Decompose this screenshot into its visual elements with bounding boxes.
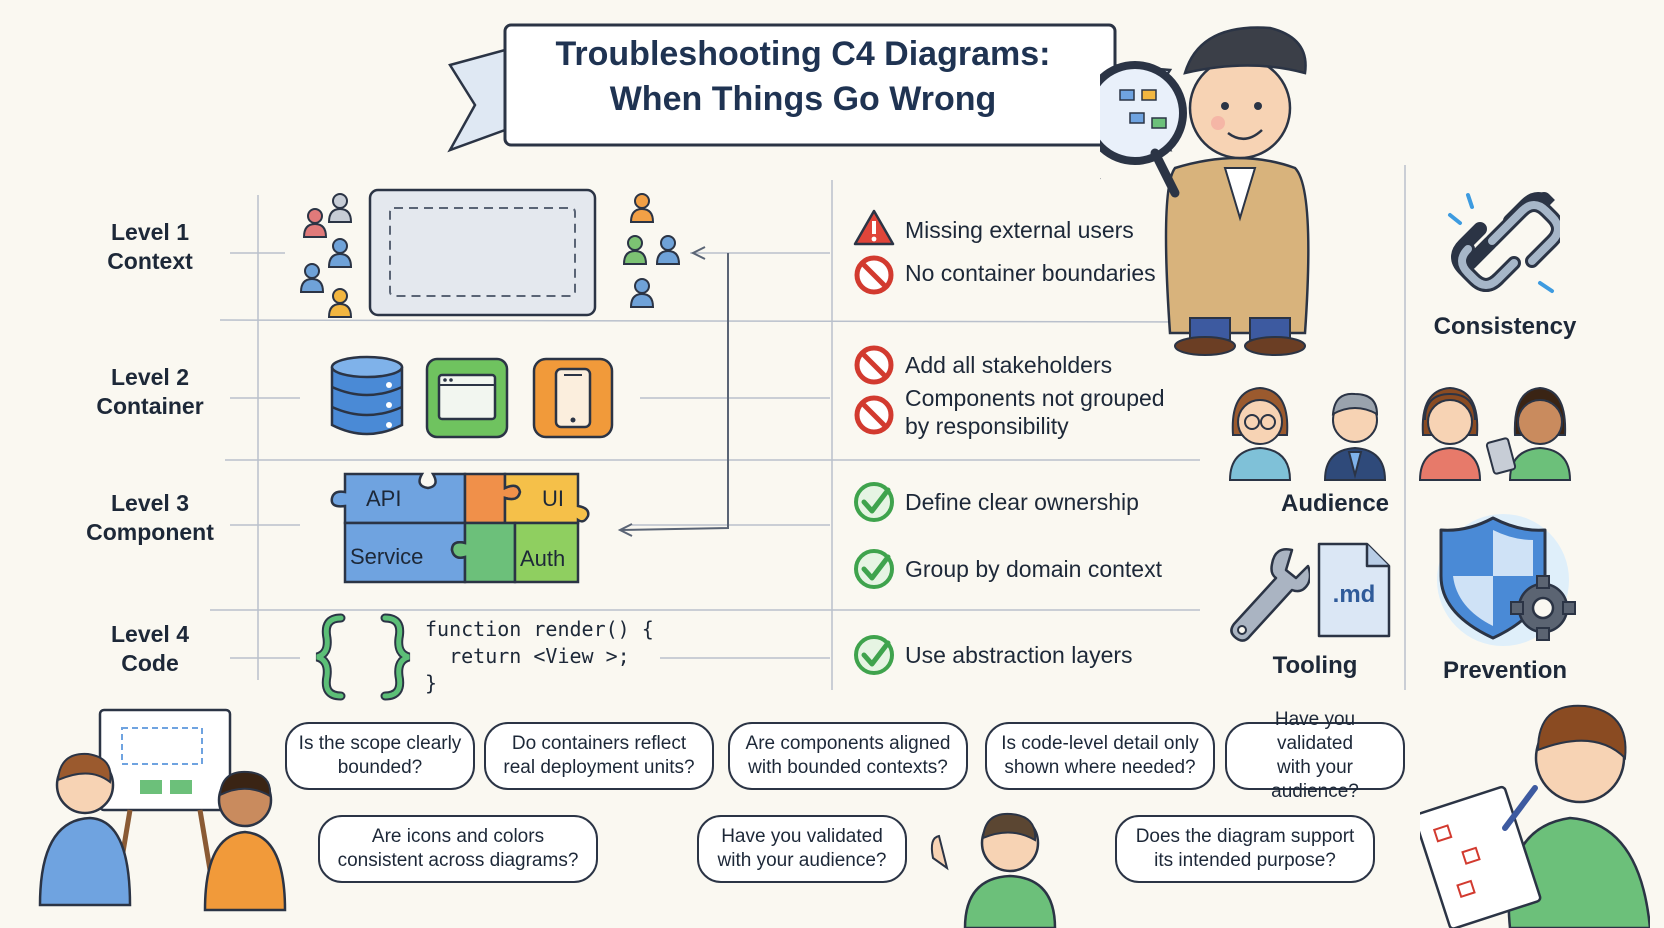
person-icon <box>630 193 654 223</box>
component-puzzle: API UI Service Auth <box>330 472 590 584</box>
component-ui-label: UI <box>542 486 564 511</box>
issue-container-boundaries: No container boundaries <box>905 260 1156 286</box>
component-service-label: Service <box>350 544 423 569</box>
prohibited-icon <box>854 255 894 295</box>
consistency-label: Consistency <box>1433 313 1577 340</box>
level-name: Component <box>86 519 214 545</box>
warning-icon <box>853 209 895 246</box>
fix-ownership: Define clear ownership <box>905 489 1139 515</box>
component-auth-label: Auth <box>520 546 565 571</box>
level-4-label: Level 4 Code <box>60 620 240 678</box>
title-line-2: When Things Go Wrong <box>609 80 997 118</box>
level-2-label: Level 2 Container <box>60 363 240 421</box>
fix-abstraction-layers: Use abstraction layers <box>905 642 1133 668</box>
code-line: } <box>425 671 438 695</box>
markdown-file-icon: .md <box>1317 542 1391 638</box>
check-icon <box>854 549 894 589</box>
fix-domain-context: Group by domain context <box>905 556 1162 582</box>
level-number: Level 1 <box>111 219 189 245</box>
shield-icon <box>1437 514 1576 646</box>
whiteboard-team-illustration <box>38 708 287 912</box>
gear-icon <box>1510 575 1576 641</box>
prevention-label: Prevention <box>1442 657 1568 684</box>
person-icon <box>303 208 327 238</box>
person-icon <box>328 288 352 318</box>
person-icon <box>656 235 680 265</box>
context-diagram <box>300 188 680 318</box>
level-name: Code <box>121 650 179 676</box>
detective-illustration <box>1100 26 1310 356</box>
title-line-1: Troubleshooting C4 Diagrams: <box>555 35 1051 73</box>
person-icon <box>623 235 647 265</box>
code-snippet: function render() { return <View >;} <box>425 616 654 697</box>
person-icon <box>328 238 352 268</box>
level-number: Level 4 <box>111 621 189 647</box>
mobile-app-icon <box>532 357 614 439</box>
checklist-person-illustration <box>1420 704 1650 928</box>
issue-missing-users: Missing external users <box>905 217 1134 243</box>
person-icon <box>630 278 654 308</box>
level-number: Level 3 <box>111 490 189 516</box>
level-1-label: Level 1 Context <box>60 218 240 276</box>
level-3-label: Level 3 Component <box>60 489 240 547</box>
level-name: Container <box>96 393 204 419</box>
level-name: Context <box>107 248 193 274</box>
audience-avatars <box>1228 386 1572 481</box>
braces-icon <box>315 613 411 701</box>
check-icon <box>854 635 894 675</box>
questioning-person-illustration <box>930 812 1057 928</box>
audience-label: Audience <box>1280 490 1390 517</box>
page-title: Troubleshooting C4 Diagrams: When Things… <box>508 32 1098 122</box>
wrench-icon <box>1230 548 1310 642</box>
issue-stakeholders: Add all stakeholders <box>905 352 1113 378</box>
component-api-label: API <box>366 486 401 511</box>
markdown-file-label: .md <box>1333 581 1376 608</box>
database-icon <box>330 355 404 436</box>
prohibited-icon <box>854 395 894 435</box>
prohibited-icon <box>854 345 894 385</box>
tooling-label: Tooling <box>1272 652 1358 679</box>
person-icon <box>300 263 324 293</box>
code-line: return <View >; <box>425 644 630 668</box>
person-icon <box>328 193 352 223</box>
level-number: Level 2 <box>111 364 189 390</box>
web-app-icon <box>425 357 509 439</box>
chain-link-icon <box>1448 192 1560 293</box>
check-icon <box>854 482 894 522</box>
code-line: function render() { <box>425 617 654 641</box>
